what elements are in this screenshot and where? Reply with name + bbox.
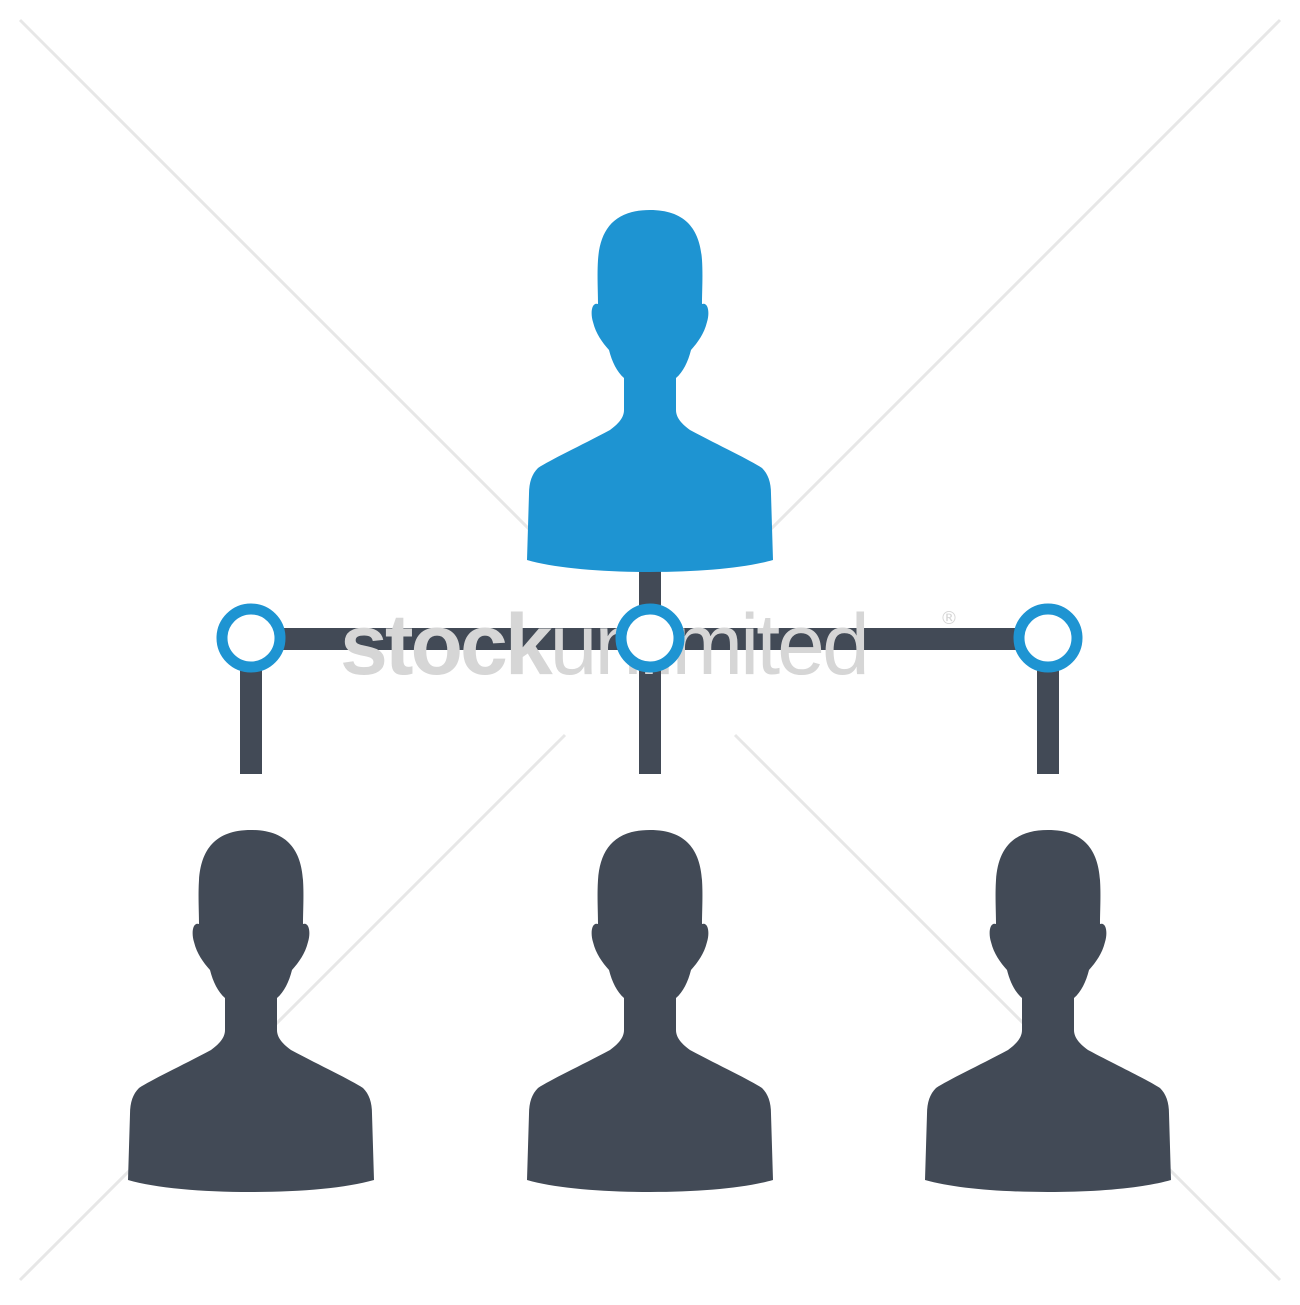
circle-node-icon xyxy=(1013,603,1083,673)
person-silhouette-icon xyxy=(527,210,773,572)
watermark-text: stockunlimited xyxy=(340,597,867,693)
watermark-lines xyxy=(18,18,1282,1282)
connector-drop-center xyxy=(639,660,661,774)
watermark-line xyxy=(18,733,567,1282)
connector-drop-left xyxy=(240,660,262,774)
watermark-stock: stock xyxy=(340,597,553,693)
circle-node-icon xyxy=(216,603,286,673)
person-silhouette-icon xyxy=(527,830,773,1192)
circle-node-icon xyxy=(615,603,685,673)
connector-drop-right xyxy=(1037,660,1059,774)
watermark-line xyxy=(733,18,1282,567)
watermark-line xyxy=(18,18,567,567)
watermark-registered-mark: ® xyxy=(940,608,958,629)
watermark-unlimited: unlimited xyxy=(550,597,867,693)
watermark-line xyxy=(733,733,1282,1282)
person-silhouette-icon xyxy=(128,830,374,1192)
nodes xyxy=(216,603,1083,673)
person-silhouette-icon xyxy=(925,830,1171,1192)
